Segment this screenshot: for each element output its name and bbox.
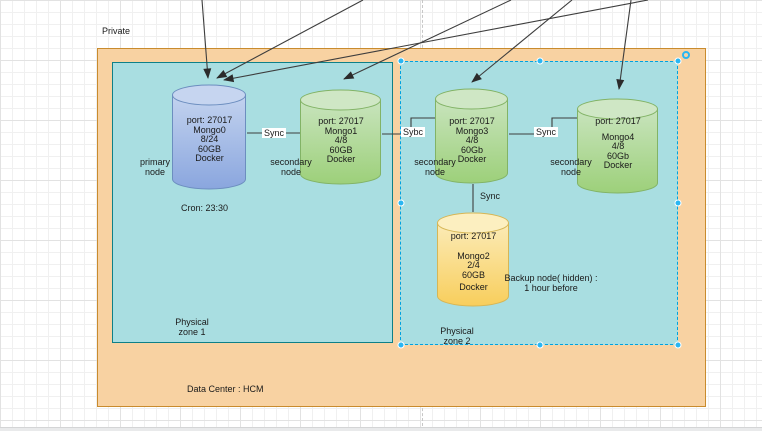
node-port: port: 27017 [318, 116, 364, 126]
mongo3-role-label: secondary node [414, 157, 456, 177]
node-runtime: Docker [326, 154, 356, 165]
node-port: port: 27017 [450, 231, 497, 241]
mongo2-node[interactable]: port: 27017 Mongo2 2/4 60GB Docker [437, 212, 510, 307]
external-arrow-mongo3[interactable] [471, 0, 573, 83]
cylinder-shape [435, 88, 508, 184]
zone1-label[interactable]: Physical zone 1 [175, 317, 209, 337]
edge-label-sync-mongo3-mongo4[interactable]: Sync [533, 127, 559, 137]
node-name: Mongo2 [457, 250, 490, 261]
node-runtime: Docker [603, 160, 633, 171]
selection-handle-nw[interactable] [397, 57, 405, 65]
mongo1-role-label: secondary node [270, 157, 312, 177]
node-port: port: 27017 [449, 116, 495, 126]
mongo1-node[interactable]: port: 27017 Mongo1 4/8 60GB Docker [300, 89, 382, 185]
mongo0-node[interactable]: port: 27017 Mongo0 8/24 60GB Docker [172, 84, 247, 190]
node-cpu: 4/8 [611, 141, 625, 152]
node-disk: 60GB [329, 144, 353, 155]
canvas-bottom-edge [0, 427, 762, 431]
node-runtime: Docker [457, 154, 487, 165]
node-runtime: Docker [195, 153, 224, 164]
mongo3-text: port: 27017 Mongo3 4/8 60Gb Docker [435, 116, 509, 165]
node-disk: 60GB [197, 143, 221, 154]
node-port: port: 27017 [186, 115, 233, 125]
selection-handle-e[interactable] [674, 199, 682, 207]
edge-mongo3-mongo4[interactable] [509, 117, 577, 135]
selection-handle-s[interactable] [536, 341, 544, 349]
mongo2-backup-note[interactable]: Backup node( hidden) : 1 hour before [504, 273, 598, 293]
cron-label[interactable]: Cron: 23:30 [181, 203, 229, 213]
edge-label-sybc-mongo1-mongo3[interactable]: Sybc [400, 127, 426, 137]
node-cpu: 4/8 [465, 135, 479, 146]
node-disk: 60Gb [606, 150, 630, 161]
node-name: Mongo1 [324, 125, 358, 136]
cylinder-shape [172, 84, 246, 190]
edge-mongo1-mongo3[interactable] [382, 117, 435, 135]
external-arrow-mongo0-c[interactable] [223, 0, 649, 83]
node-name: Mongo3 [455, 125, 489, 136]
selection-handle-n[interactable] [536, 57, 544, 65]
node-cpu: 8/24 [200, 134, 219, 145]
node-port: port: 27017 [595, 116, 641, 126]
external-arrow-mongo1[interactable] [343, 0, 512, 80]
selection-handle-w[interactable] [397, 199, 405, 207]
cylinder-shape [437, 212, 509, 307]
external-arrow-mongo0-a[interactable] [201, 0, 212, 79]
mongo3-node[interactable]: port: 27017 Mongo3 4/8 60Gb Docker [435, 88, 509, 184]
zone2-label[interactable]: Physical zone 2 [440, 326, 474, 346]
mongo0-role-label: primary node [139, 157, 171, 177]
node-runtime: Docker [459, 282, 488, 293]
mongo2-text: port: 27017 Mongo2 2/4 60GB Docker [437, 231, 510, 293]
mongo0-text: port: 27017 Mongo0 8/24 60GB Docker [172, 115, 247, 164]
edge-label-sync-mongo0-mongo1[interactable]: Sync [261, 128, 287, 138]
selection-handle-se[interactable] [674, 341, 682, 349]
node-name: Mongo0 [193, 124, 226, 135]
external-arrow-mongo0-b[interactable] [216, 0, 364, 79]
cylinder-shape [577, 98, 658, 194]
node-disk: 60GB [461, 269, 485, 280]
node-cpu: 2/4 [467, 260, 480, 271]
mongo4-role-label: secondary node [550, 157, 592, 177]
external-arrow-mongo4[interactable] [616, 0, 632, 90]
mongo1-text: port: 27017 Mongo1 4/8 60GB Docker [300, 116, 382, 165]
selection-handle-sw[interactable] [397, 341, 405, 349]
node-disk: 60Gb [460, 144, 484, 155]
private-label[interactable]: Private [102, 26, 131, 36]
rotate-handle-icon[interactable] [682, 51, 690, 59]
selection-handle-ne[interactable] [674, 57, 682, 65]
node-name: Mongo4 [601, 131, 635, 142]
mongo4-text: port: 27017 Mongo4 4/8 60Gb Docker [577, 116, 659, 171]
edge-label-sync-mongo3-mongo2[interactable]: Sync [480, 191, 501, 201]
datacenter-label[interactable]: Data Center : HCM [187, 384, 264, 394]
node-cpu: 4/8 [334, 135, 348, 146]
cylinder-shape [300, 89, 381, 185]
mongo4-node[interactable]: port: 27017 Mongo4 4/8 60Gb Docker [577, 98, 659, 194]
